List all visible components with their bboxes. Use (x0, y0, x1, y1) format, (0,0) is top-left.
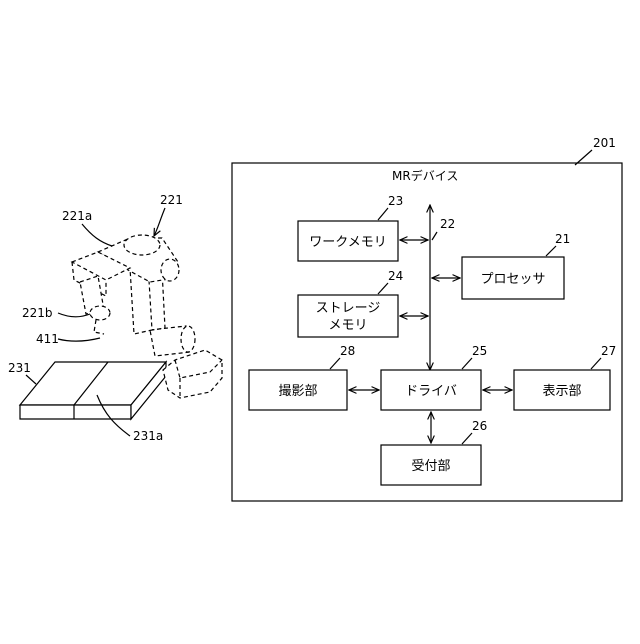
camera-label: 撮影部 (278, 383, 317, 399)
receiver-label: 受付部 (411, 459, 450, 474)
table-drawing (20, 362, 166, 419)
robot-part-a-leader (82, 224, 112, 246)
processor-ref: 21 (555, 232, 570, 246)
table-leader (26, 375, 36, 384)
robot-ref: 221 (160, 193, 183, 207)
driver-ref: 25 (472, 344, 487, 358)
driver-label: ドライバ (405, 384, 457, 399)
robot-tip-ref: 411 (36, 332, 59, 346)
display-label: 表示部 (542, 384, 581, 399)
table-split-ref: 231a (133, 429, 163, 443)
storage-memory-label-line1: ストレージ (316, 301, 381, 316)
robot-part-b-leader (58, 313, 90, 317)
camera-ref: 28 (340, 344, 355, 358)
storage-memory-label-line2: メモリ (328, 318, 367, 333)
table-ref: 231 (8, 361, 31, 375)
robot-part-a-ref: 221a (62, 209, 92, 223)
display-ref: 27 (601, 344, 616, 358)
storage-memory-ref: 24 (388, 269, 403, 283)
robot-leader (154, 208, 165, 236)
receiver-ref: 26 (472, 419, 487, 433)
work-memory-ref: 23 (388, 194, 403, 208)
bus-ref: 22 (440, 217, 455, 231)
processor-label: プロセッサ (480, 272, 545, 287)
mr-device-title: MRデバイス (392, 168, 458, 183)
robot-tip-leader (58, 338, 100, 341)
work-memory-label: ワークメモリ (309, 235, 386, 250)
robot-part-b-ref: 221b (22, 306, 53, 320)
mr-device-ref: 201 (593, 136, 616, 150)
